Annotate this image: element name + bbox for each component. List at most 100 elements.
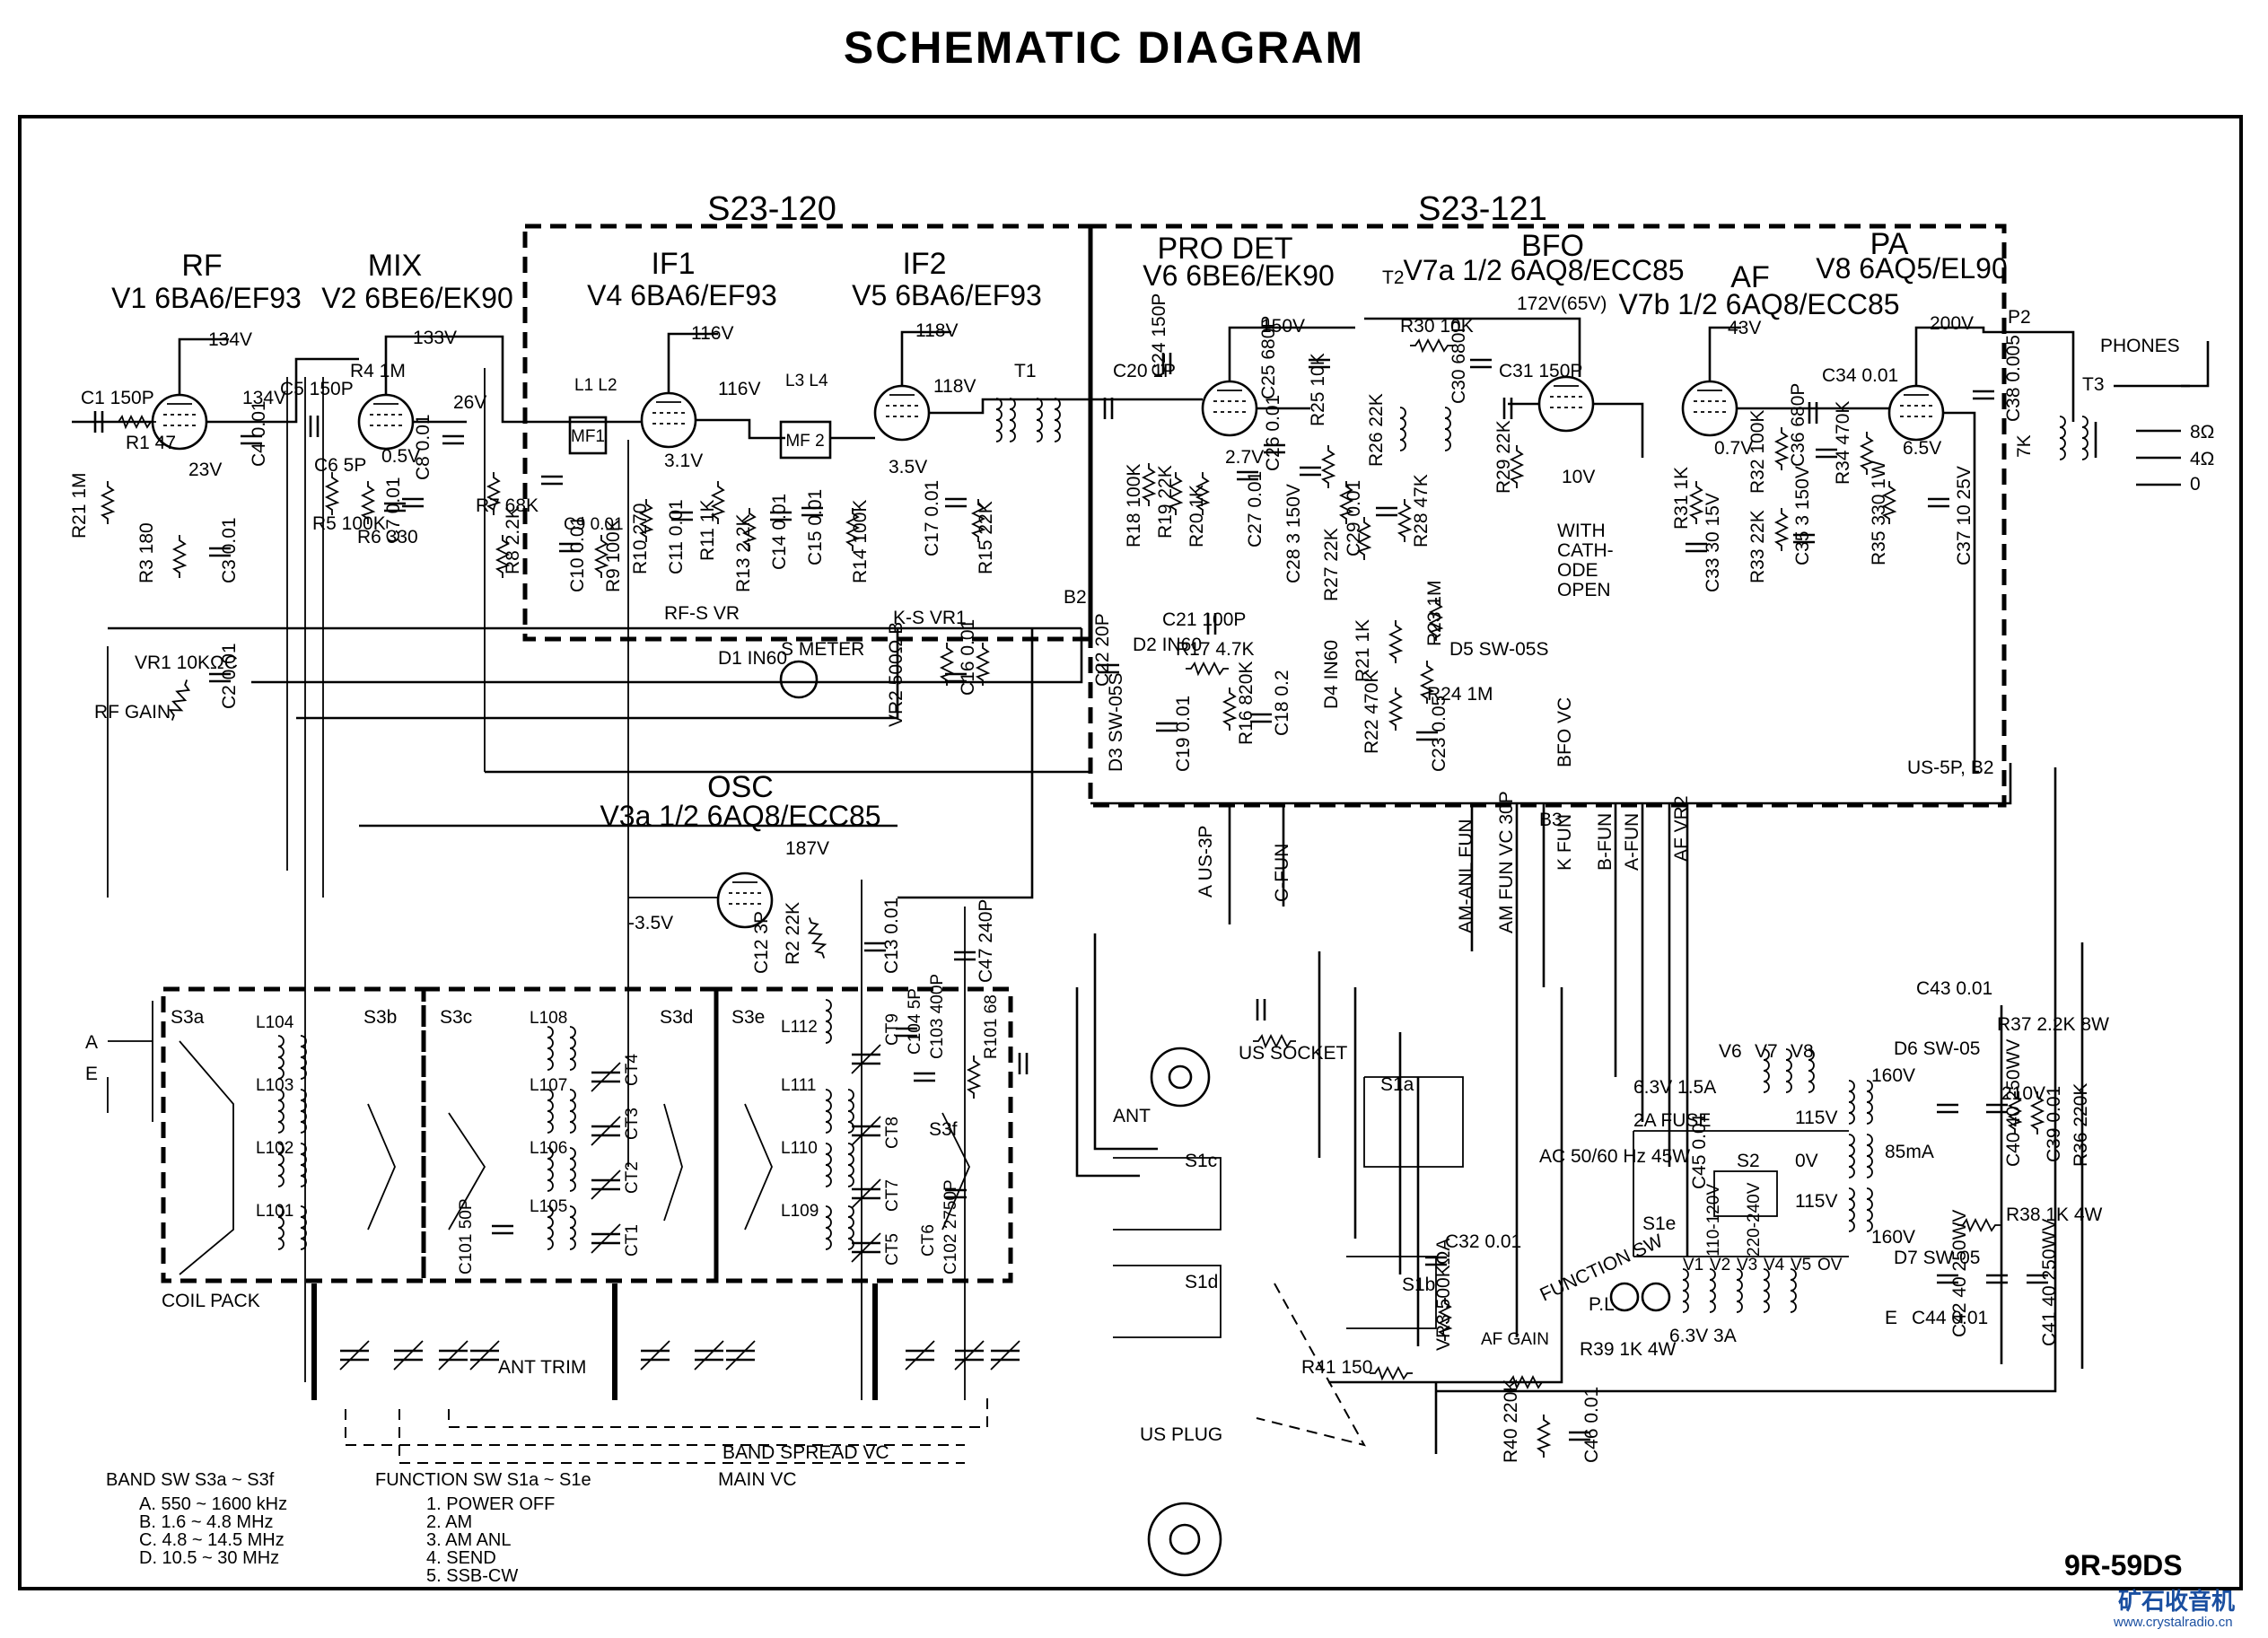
label-v4: V4	[1764, 1256, 1785, 1274]
bus-b: B-FUN	[1595, 813, 1616, 871]
coil-pack-box-c	[714, 986, 1013, 1283]
label-c5: C5 150P	[280, 379, 354, 399]
function-note-item-2: 2. AM	[426, 1512, 472, 1532]
label-r4: R4 1M	[350, 361, 406, 381]
v-133: 133V	[413, 328, 457, 348]
band-note-item-c: C. 4.8 ~ 14.5 MHz	[139, 1530, 285, 1550]
label-withcath-4: OPEN	[1557, 580, 1611, 600]
label-s2: S2	[1737, 1151, 1760, 1171]
label-fuse: 2A FUSE	[1633, 1110, 1711, 1131]
label-c6: C6 5P	[314, 455, 366, 476]
label-r17: R17 4.7K	[1176, 639, 1255, 660]
label-l110: L110	[781, 1139, 818, 1158]
bus-c: C-FUN	[1272, 844, 1292, 902]
label-usplug: US PLUG	[1140, 1424, 1222, 1445]
function-note-item-1: 1. POWER OFF	[426, 1494, 555, 1514]
label-r11: R11 1K	[697, 500, 718, 562]
band-note-item-a: A. 550 ~ 1600 kHz	[139, 1494, 287, 1514]
label-t2: T2	[1382, 267, 1405, 288]
label-smeter: S METER	[781, 639, 864, 660]
label-vr1: VR1 10KΩC	[135, 653, 238, 673]
stage-osc-name: OSC	[707, 770, 774, 804]
label-s1c: S1c	[1185, 1151, 1217, 1171]
label-l109: L109	[781, 1202, 819, 1221]
bus-am-anl: AM-ANL FUN	[1456, 819, 1476, 933]
tube-v4	[640, 391, 697, 449]
label-r40: R40 220K	[1501, 1380, 1521, 1463]
label-r7: R7 68K	[476, 495, 539, 516]
coil-pack-box-a	[161, 986, 426, 1283]
v-116b: 116V	[718, 379, 761, 399]
label-c35: C35 3 150V	[1792, 466, 1813, 565]
label-c4: C4 0.01	[249, 400, 269, 467]
label-heater2: 6.3V 3A	[1669, 1326, 1737, 1346]
stage-rf-name: RF	[181, 249, 222, 283]
label-ct4: CT4	[623, 1054, 642, 1086]
stage-bfo-tube: V7a 1/2 6AQ8/ECC85	[1403, 254, 1684, 286]
label-b2: B2	[1064, 587, 1087, 608]
label-r39: R39 1K 4W	[1580, 1339, 1677, 1360]
label-r10: R10 270	[630, 504, 651, 574]
label-d5: D5 SW-05S	[1449, 639, 1549, 660]
label-s3a: S3a	[171, 1007, 205, 1028]
label-vr2: VR2 500Ω B	[886, 622, 906, 727]
label-v3: V3	[1737, 1256, 1757, 1274]
bus-labels: A US-3P C-FUN AM-ANL FUN AM FUN VC 30P B…	[1195, 791, 1692, 933]
label-v7: V7	[1755, 1041, 1778, 1062]
section-box-s23-120	[522, 223, 1093, 642]
label-c28: C28 3 150V	[1283, 484, 1304, 583]
label-c36: C36 680P	[1788, 383, 1808, 467]
label-mainvc: MAIN VC	[718, 1469, 797, 1490]
label-r28: R28 47K	[1411, 474, 1432, 547]
label-c19: C19 0.01	[1173, 696, 1194, 772]
label-c39: C39 0.01	[2044, 1086, 2064, 1162]
label-c20: C20 1P	[1113, 361, 1176, 381]
label-pl: P.L	[1589, 1294, 1615, 1315]
label-r9: R9 100K	[603, 519, 624, 592]
label-c7: C7 0.01	[383, 477, 404, 543]
label-l103: L103	[256, 1076, 293, 1095]
label-r38: R38 1K 4W	[2006, 1204, 2103, 1225]
label-e: E	[1885, 1308, 1897, 1328]
tuning-capacitors	[311, 1283, 1366, 1464]
watermark-cn: 矿石收音机	[2118, 1588, 2235, 1615]
label-v2: V2	[1710, 1256, 1730, 1274]
label-s1e: S1e	[1642, 1213, 1676, 1234]
label-c1: C1 150P	[81, 388, 154, 408]
stage-af-tube: V7b 1/2 6AQ8/ECC85	[1618, 288, 1899, 320]
v-23: 23V	[188, 460, 222, 480]
label-s3d: S3d	[660, 1007, 693, 1028]
label-heater: 6.3V 1.5A	[1633, 1077, 1716, 1098]
label-c37: C37 10 25V	[1954, 466, 1975, 565]
label-c15: C15 0.01	[805, 489, 826, 565]
label-withcath-3: ODE	[1557, 560, 1598, 581]
band-switch-note: BAND SW S3a ~ S3f A. 550 ~ 1600 kHz B. 1…	[106, 1470, 287, 1568]
label-v6: V6	[1719, 1041, 1742, 1062]
label-s1b: S1b	[1402, 1274, 1435, 1295]
label-s3c: S3c	[440, 1007, 472, 1028]
stage-osc-tube: V3a 1/2 6AQ8/ECC85	[600, 800, 880, 832]
label-v160: 160V	[1871, 1065, 1915, 1086]
v-116: 116V	[691, 323, 734, 344]
switch-symbols	[779, 660, 1873, 1577]
label-r24: R24 1M	[1427, 684, 1493, 705]
label-d3: D3 SW-05S	[1106, 673, 1126, 773]
label-ct1: CT1	[623, 1224, 642, 1257]
tube-v6	[1201, 380, 1258, 437]
label-o0: 0	[2190, 474, 2201, 495]
label-t1: T1	[1014, 361, 1037, 381]
label-ct9: CT9	[883, 1013, 902, 1046]
label-r34: R34 470K	[1833, 401, 1853, 485]
label-ks: K-S VR1	[893, 608, 967, 628]
label-c27: C27 0.01	[1245, 471, 1265, 547]
label-c18: C18 0.2	[1272, 670, 1292, 736]
label-s1a: S1a	[1380, 1074, 1414, 1095]
band-note-title: BAND SW S3a ~ S3f	[106, 1470, 275, 1490]
label-l1l2: L1 L2	[574, 376, 617, 395]
v-65: 6.5V	[1903, 438, 1941, 459]
label-ma85: 85mA	[1885, 1142, 1934, 1162]
tube-v2	[357, 393, 415, 451]
stage-rf-tube: V1 6BA6/EF93	[111, 282, 302, 314]
page-title: SCHEMATIC DIAGRAM	[844, 22, 1364, 73]
stage-pa-name: PA	[1870, 227, 1909, 261]
